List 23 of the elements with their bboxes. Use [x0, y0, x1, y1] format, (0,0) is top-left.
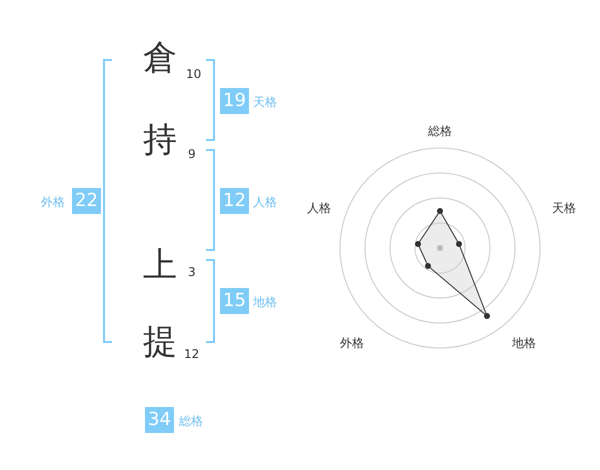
kanji-character: 持 — [143, 120, 177, 160]
axis-label: 外格 — [340, 336, 364, 350]
stroke-count: 9 — [188, 147, 196, 161]
score-badge: 15 — [220, 288, 249, 314]
kanji-character: 提 — [143, 322, 177, 362]
stroke-count: 10 — [186, 67, 202, 81]
score-badge: 19 — [220, 88, 249, 114]
stroke-count: 3 — [188, 265, 196, 279]
axis-label: 人格 — [307, 201, 331, 215]
category-label: 天格 — [253, 95, 277, 109]
axis-label: 地格 — [512, 336, 536, 350]
category-label: 人格 — [253, 195, 277, 209]
kanji-character: 倉 — [143, 38, 177, 78]
score-badge: 22 — [72, 188, 101, 214]
score-badge: 34 — [145, 407, 174, 433]
score-badge: 12 — [220, 188, 249, 214]
category-label: 地格 — [253, 295, 277, 309]
axis-label: 天格 — [552, 201, 576, 215]
stroke-count: 12 — [184, 347, 200, 361]
category-label: 総格 — [179, 414, 203, 428]
axis-label: 総格 — [428, 124, 452, 138]
kanji-character: 上 — [143, 245, 177, 285]
category-label: 外格 — [41, 195, 65, 209]
